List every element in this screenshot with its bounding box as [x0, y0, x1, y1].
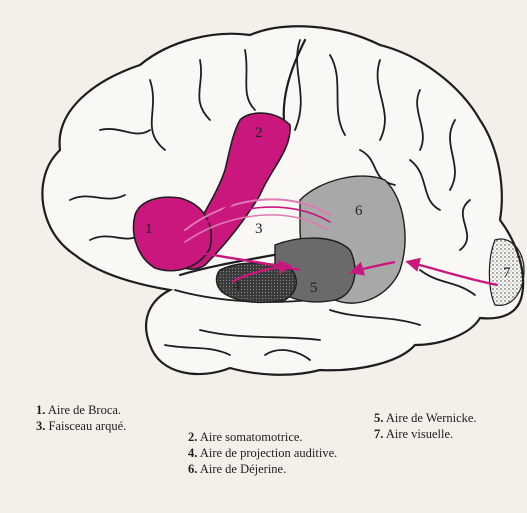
label-visual: 7: [503, 265, 511, 281]
legend-label: Aire de Wernicke.: [386, 411, 477, 425]
legend-label: Aire de Broca.: [48, 403, 121, 417]
legend-num: 1.: [36, 403, 45, 417]
label-arcuate: 3: [255, 221, 263, 237]
legend-item-visual: 7. Aire visuelle.: [374, 427, 453, 442]
legend-num: 4.: [188, 446, 197, 460]
legend-item-auditory: 4. Aire de projection auditive.: [188, 446, 337, 461]
legend-label: Aire somatomotrice.: [200, 430, 303, 444]
legend-label: Faisceau arqué.: [49, 419, 127, 433]
region-auditory: [216, 263, 296, 302]
legend-label: Aire visuelle.: [386, 427, 453, 441]
legend-item-wernicke: 5. Aire de Wernicke.: [374, 411, 477, 426]
legend-item-dejerine: 6. Aire de Déjerine.: [188, 462, 286, 477]
legend-label: Aire de Déjerine.: [200, 462, 286, 476]
label-dejerine: 6: [355, 203, 363, 219]
label-auditory: 4: [233, 278, 241, 294]
label-wernicke: 5: [310, 280, 318, 296]
label-broca: 1: [145, 221, 153, 237]
legend-item-arcuate: 3. Faisceau arqué.: [36, 419, 126, 434]
legend-item-broca: 1. Aire de Broca.: [36, 403, 121, 418]
legend-num: 5.: [374, 411, 383, 425]
legend-item-somatomotor: 2. Aire somatomotrice.: [188, 430, 303, 445]
legend-num: 2.: [188, 430, 197, 444]
legend-num: 6.: [188, 462, 197, 476]
label-somatomotor: 2: [255, 125, 263, 141]
legend-num: 7.: [374, 427, 383, 441]
legend-num: 3.: [36, 419, 45, 433]
legend-label: Aire de projection auditive.: [200, 446, 337, 460]
